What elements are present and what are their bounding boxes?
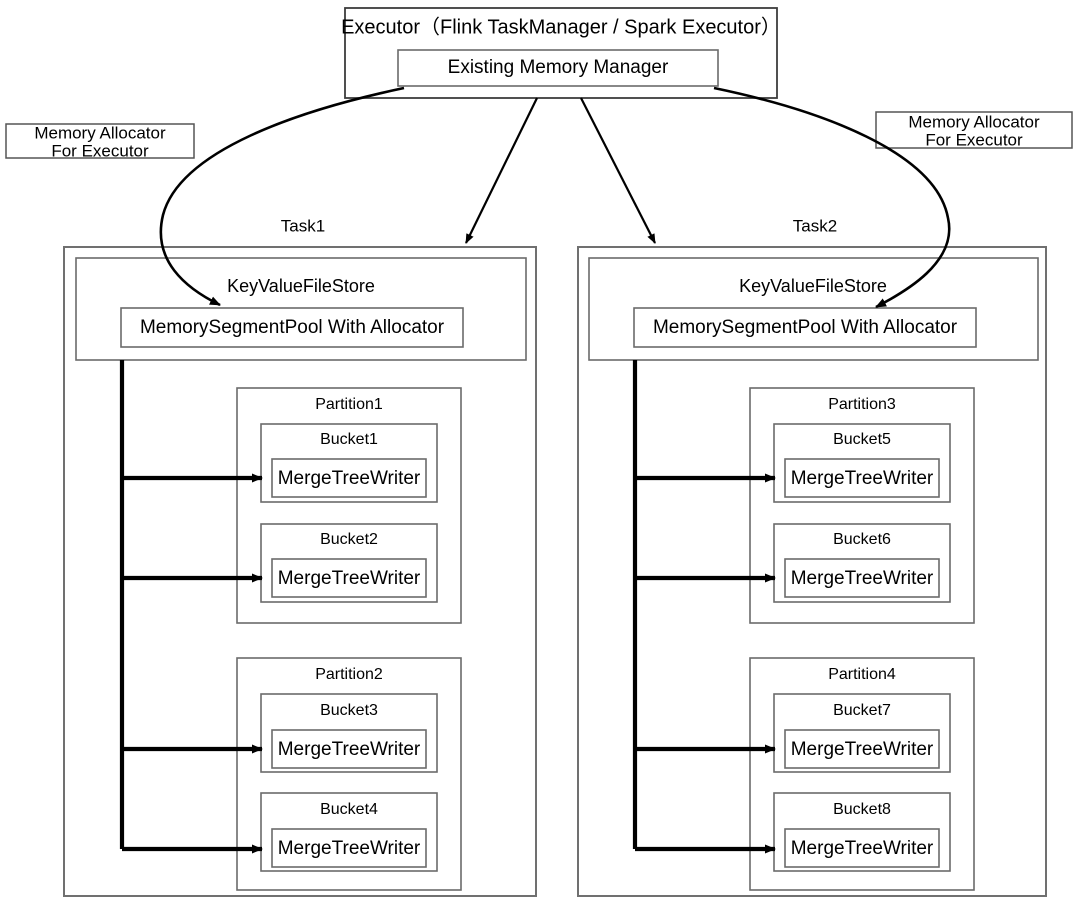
- executor-title: Executor（Flink TaskManager / Spark Execu…: [341, 15, 781, 38]
- task2-bucket7-writer-label: MergeTreeWriter: [791, 739, 934, 760]
- existing-memory-manager-label: Existing Memory Manager: [448, 57, 669, 78]
- memory-allocator-left-box: [5, 123, 195, 159]
- task1-keyvaluefilestore-label: KeyValueFileStore: [227, 276, 375, 296]
- task1-bucket3-writer-box: [271, 729, 427, 769]
- task2-bucket7-label: Bucket7: [833, 702, 891, 719]
- task2-memorysegmentpool-box: [633, 307, 977, 348]
- memory-allocator-left-line1: Memory Allocator: [34, 123, 166, 142]
- task2-bucket5-label: Bucket5: [833, 431, 891, 448]
- task1-group: Task1 KeyValueFileStore MemorySegmentPoo…: [63, 216, 537, 897]
- task1-label: Task1: [281, 216, 325, 235]
- task2-bucket5-writer-box: [784, 458, 940, 498]
- task1-bucket4-label: Bucket4: [320, 801, 378, 818]
- task1-bucket1-writer-box: [271, 458, 427, 498]
- task2-label: Task2: [793, 216, 837, 235]
- arrow-memorymanager-to-task1-pool: [159, 86, 405, 307]
- task2-bucket5-writer-label: MergeTreeWriter: [791, 468, 934, 489]
- task2-pool-distribution: [632, 360, 776, 854]
- task1-bucket2-writer-label: MergeTreeWriter: [278, 568, 421, 589]
- task2-group: Task2 KeyValueFileStore MemorySegmentPoo…: [577, 216, 1047, 897]
- task1-memorysegmentpool-box: [120, 307, 464, 348]
- task2-keyvaluefilestore-label: KeyValueFileStore: [739, 276, 887, 296]
- task1-bucket4-writer-box: [271, 828, 427, 868]
- task1-bucket3-label: Bucket3: [320, 702, 378, 719]
- memory-allocator-right-group: Memory Allocator For Executor: [875, 111, 1073, 149]
- task1-bucket1-label: Bucket1: [320, 431, 378, 448]
- arrow-executor-to-task1: [465, 97, 538, 244]
- task2-memorysegmentpool-label: MemorySegmentPool With Allocator: [653, 317, 958, 338]
- memory-allocator-left-line2: For Executor: [51, 141, 149, 160]
- task2-partition4-label: Partition4: [828, 666, 896, 683]
- task2-bucket6-writer-box: [784, 558, 940, 598]
- existing-memory-manager-box: [397, 49, 719, 87]
- task1-partition1-label: Partition1: [315, 396, 383, 413]
- task1-bucket2-writer-box: [271, 558, 427, 598]
- executor-group: Executor（Flink TaskManager / Spark Execu…: [341, 7, 781, 99]
- task2-bucket6-label: Bucket6: [833, 531, 891, 548]
- memory-allocator-right-line1: Memory Allocator: [908, 112, 1040, 131]
- task2-bucket7-writer-box: [784, 729, 940, 769]
- arrow-executor-to-task2: [580, 97, 656, 244]
- memory-allocator-right-line2: For Executor: [925, 130, 1023, 149]
- arrow-memorymanager-to-task2-pool: [713, 86, 951, 309]
- memory-allocator-left-group: Memory Allocator For Executor: [5, 123, 195, 160]
- task1-pool-distribution: [119, 360, 263, 854]
- task1-partition2-label: Partition2: [315, 666, 383, 683]
- task2-bucket8-writer-label: MergeTreeWriter: [791, 838, 934, 859]
- memory-allocator-right-box: [875, 111, 1073, 149]
- task1-bucket1-writer-label: MergeTreeWriter: [278, 468, 421, 489]
- task1-bucket4-writer-label: MergeTreeWriter: [278, 838, 421, 859]
- task2-bucket8-label: Bucket8: [833, 801, 891, 818]
- task2-partition3-label: Partition3: [828, 396, 896, 413]
- task1-memorysegmentpool-label: MemorySegmentPool With Allocator: [140, 317, 445, 338]
- task2-bucket8-writer-box: [784, 828, 940, 868]
- task1-bucket2-label: Bucket2: [320, 531, 378, 548]
- task1-bucket3-writer-label: MergeTreeWriter: [278, 739, 421, 760]
- task2-bucket6-writer-label: MergeTreeWriter: [791, 568, 934, 589]
